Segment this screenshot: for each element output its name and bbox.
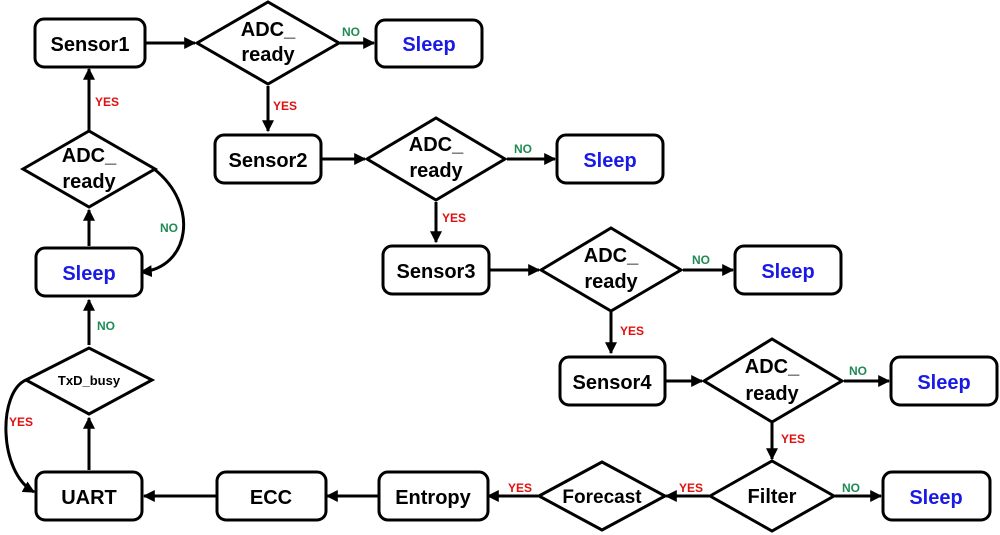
node-sleep1-label: Sleep [402,34,455,56]
node-ecc: ECC [215,470,328,522]
node-sleep2-label: Sleep [583,150,636,172]
node-sensor2: Sensor2 [213,133,323,185]
node-sensor4-label: Sensor4 [573,372,653,394]
node-sleep2: Sleep [555,133,665,185]
label-no-txd: NO [97,319,115,333]
node-adc3-line2: ready [584,271,638,293]
node-forecast: Forecast [535,460,669,532]
node-entropy: Entropy [377,470,490,522]
node-sleep5-label: Sleep [909,487,962,509]
node-uart-label: UART [61,487,117,509]
label-yes-adc1: YES [273,99,297,113]
node-sleep3: Sleep [733,244,843,296]
node-sensor4: Sensor4 [558,355,667,407]
label-yes-adc4: YES [781,432,805,446]
edge-labels: NO YES NO YES NO YES NO YES NO YES YES N… [9,25,867,495]
node-adc-left: ADC_ ready [19,129,159,209]
node-adc3-line1: ADC_ [584,245,639,267]
node-filter: Filter [706,459,838,533]
label-yes-txd: YES [9,415,33,429]
node-adc4: ADC_ ready [701,337,845,424]
node-sensor2-label: Sensor2 [229,150,308,172]
label-no-adcleft: NO [160,221,178,235]
label-no-adc2: NO [514,142,532,156]
label-yes-adc3: YES [620,324,644,338]
node-txd-busy-label: TxD_busy [58,373,121,388]
node-sensor1-label: Sensor1 [51,34,130,56]
node-sleep3-label: Sleep [761,261,814,283]
label-yes-filter: YES [679,481,703,495]
node-sleep4: Sleep [889,355,999,407]
label-yes-adcleft: YES [95,95,119,109]
node-adc-left-line1: ADC_ [62,145,117,167]
node-adc-left-line2: ready [62,171,116,193]
node-sleep5: Sleep [881,470,992,522]
label-no-adc4: NO [849,364,867,378]
node-forecast-label: Forecast [562,487,642,508]
node-sensor3-label: Sensor3 [397,261,476,283]
node-entropy-label: Entropy [395,487,471,509]
node-sensor1: Sensor1 [33,17,147,69]
node-ecc-label: ECC [250,487,292,509]
node-adc4-line2: ready [745,383,799,405]
node-adc1-line1: ADC_ [241,19,296,41]
edge-adcleft-sleepleft-no [139,167,186,278]
label-no-adc1: NO [342,25,360,39]
label-yes-adc2: YES [442,211,466,225]
node-adc1: ADC_ ready [194,0,342,86]
edges [4,37,891,502]
node-txd-busy: TxD_busy [22,346,156,416]
node-adc2: ADC_ ready [364,116,508,202]
node-sleep-left-label: Sleep [62,263,115,285]
node-uart: UART [34,470,144,522]
node-adc1-line2: ready [241,44,295,66]
node-filter-label: Filter [748,486,797,508]
edge-txd-uart-yes [4,378,36,494]
node-sleep4-label: Sleep [917,372,970,394]
node-sleep1: Sleep [374,18,484,69]
label-no-adc3: NO [692,253,710,267]
node-adc4-line1: ADC_ [745,356,800,378]
node-adc2-line1: ADC_ [409,134,464,156]
node-adc2-line2: ready [409,160,463,182]
label-yes-forecast: YES [508,481,532,495]
node-sleep-left: Sleep [34,246,144,298]
label-no-filter: NO [842,481,860,495]
node-adc3: ADC_ ready [538,226,684,313]
node-sensor3: Sensor3 [381,244,491,296]
